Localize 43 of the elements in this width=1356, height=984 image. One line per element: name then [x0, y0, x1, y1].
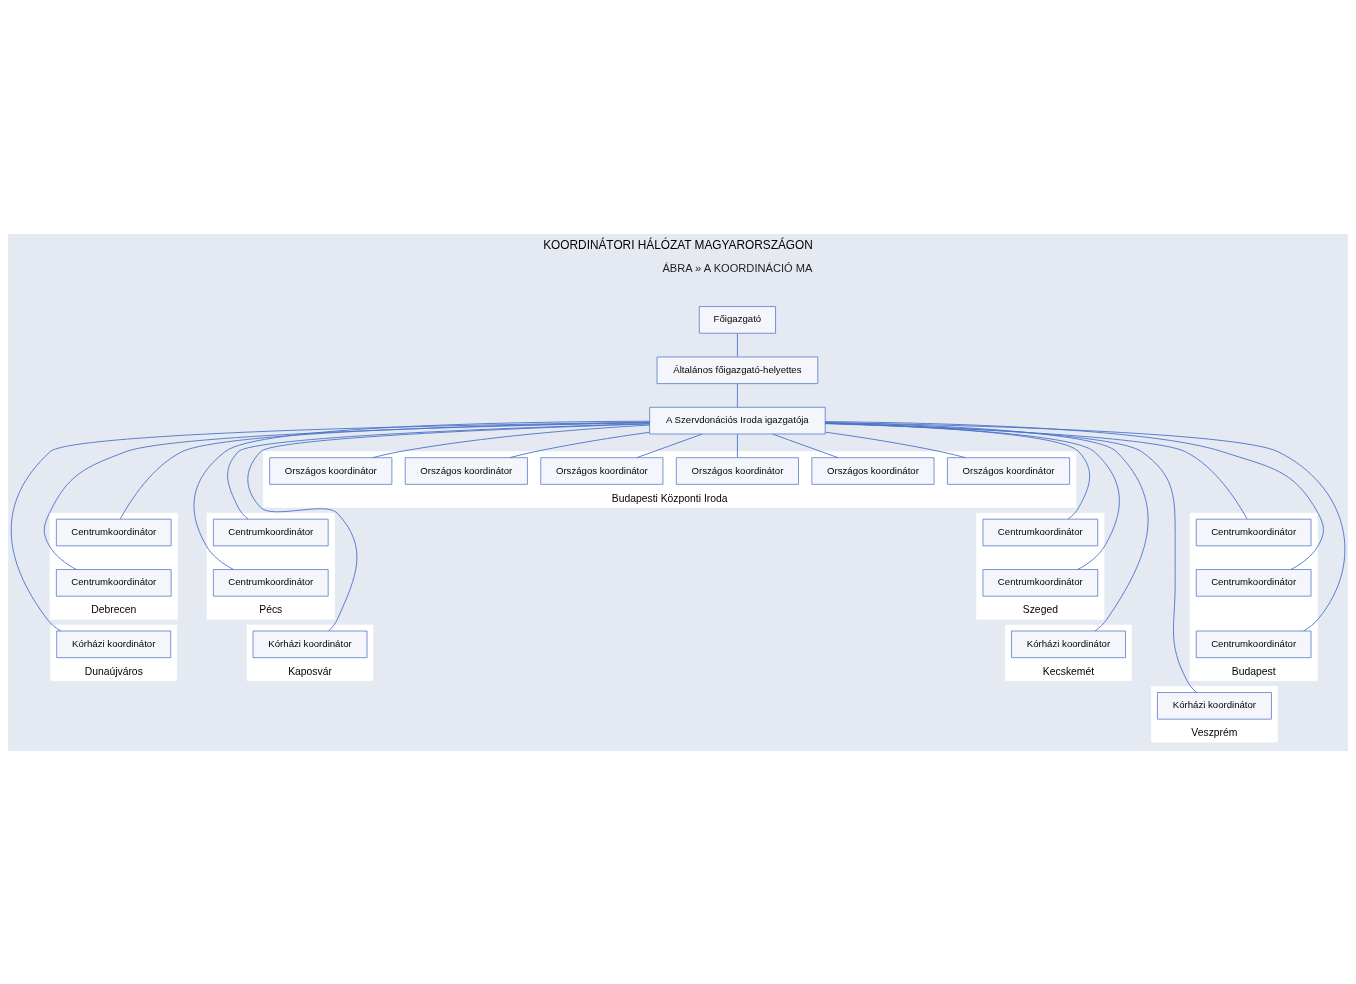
connector: [247, 422, 651, 631]
node-box: Országos koordinátor: [811, 456, 935, 485]
node-box: Centrumkoordinátor: [982, 518, 1099, 546]
diagram-title: KOORDINÁTORI HÁLÓZAT MAGYARORSZÁGON: [543, 237, 813, 252]
connector: [824, 421, 1346, 631]
node-box: Centrumkoordinátor: [213, 518, 329, 546]
node-box: Kórházi koordinátor: [1157, 691, 1272, 719]
connector: [736, 433, 738, 458]
node-box: Centrumkoordinátor: [213, 568, 329, 597]
node-box: A Szervdonációs Iroda igazgatója: [649, 406, 826, 434]
node-box: Általános főigazgató-helyettes: [656, 356, 819, 384]
node-box: Országos koordinátor: [404, 456, 528, 485]
node-box: Kórházi koordinátor: [56, 630, 172, 658]
node-box: Centrumkoordinátor: [55, 518, 172, 546]
connector: [772, 433, 839, 458]
connector: [824, 422, 1197, 693]
node-box: Centrumkoordinátor: [55, 568, 172, 597]
connector: [10, 421, 650, 631]
node-box: Országos koordinátor: [947, 456, 1070, 485]
node-box: Centrumkoordinátor: [1195, 568, 1312, 597]
node-box: Főigazgató: [698, 305, 776, 334]
connector: [824, 422, 1248, 519]
node-box: Országos koordinátor: [269, 456, 393, 485]
connector: [372, 424, 650, 458]
connector: [736, 332, 738, 357]
connector: [824, 420, 1324, 570]
label: ÁBRA » A KOORDINÁCIÓ MA: [662, 261, 813, 274]
connector: [119, 421, 650, 519]
node-box: Országos koordinátor: [540, 456, 664, 485]
connector: [824, 421, 1149, 631]
connector: [736, 382, 738, 407]
connector: [193, 420, 651, 570]
node-box: Centrumkoordinátor: [1195, 518, 1312, 546]
node-box: Centrumkoordinátor: [1195, 630, 1312, 658]
connector: [43, 421, 650, 570]
node-box: Centrumkoordinátor: [982, 568, 1099, 597]
connector: [824, 431, 966, 458]
node-box: Országos koordinátor: [675, 456, 799, 485]
connector: [636, 433, 703, 458]
connector: [227, 422, 650, 520]
node-box: Kórházi koordinátor: [252, 630, 368, 658]
node-box: Kórházi koordinátor: [1011, 630, 1126, 658]
connector: [509, 431, 651, 458]
